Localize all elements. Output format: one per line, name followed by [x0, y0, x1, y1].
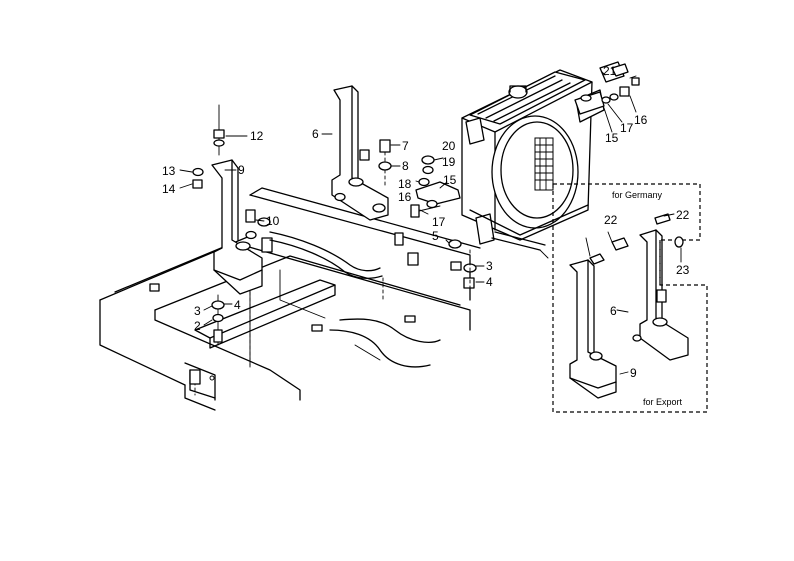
callout-labels: 12 13 14 9 10 3 2 4 6 7 8 20 19 18 15 16… [162, 64, 690, 380]
callout-3-right: 3 [486, 259, 493, 273]
callout-21: 21 [603, 64, 617, 78]
callout-13: 13 [162, 164, 176, 178]
top-bracket-hardware [574, 61, 640, 115]
center-mounting-bracket [331, 85, 392, 221]
callout-22-right: 22 [676, 208, 690, 222]
radiator [461, 69, 605, 259]
note-for-export: for Export [643, 397, 683, 407]
callout-7: 7 [402, 139, 409, 153]
callout-23: 23 [676, 263, 690, 277]
left-mounting-bracket [189, 104, 271, 396]
callout-2: 2 [194, 319, 201, 333]
callout-5: 5 [432, 229, 439, 243]
callout-14: 14 [162, 182, 176, 196]
callout-22-left: 22 [604, 213, 618, 227]
callout-17-mid: 17 [432, 215, 446, 229]
callout-19: 19 [442, 155, 456, 169]
callout-17-top: 17 [620, 121, 634, 135]
callout-9-inset: 9 [630, 366, 637, 380]
callout-12: 12 [250, 129, 264, 143]
callout-4-right: 4 [486, 275, 493, 289]
callout-16-mid: 16 [398, 190, 412, 204]
callout-15-mid: 15 [443, 173, 457, 187]
callout-16-top: 16 [634, 113, 648, 127]
variant-inset-box [552, 183, 708, 413]
mid-hardware-stack [410, 155, 477, 296]
callout-8: 8 [402, 159, 409, 173]
callout-9-main: 9 [238, 163, 245, 177]
callout-10: 10 [266, 214, 280, 228]
callout-15-top: 15 [605, 131, 619, 145]
callout-6-main: 6 [312, 127, 319, 141]
radiator-core-fins [534, 137, 554, 191]
callout-18: 18 [398, 177, 412, 191]
note-for-germany: for Germany [612, 190, 663, 200]
chassis-frame [99, 187, 481, 411]
leader-lines [179, 71, 682, 375]
callout-4-left: 4 [234, 298, 241, 312]
callout-6-inset: 6 [610, 304, 617, 318]
callout-20: 20 [442, 139, 456, 153]
callout-3-left: 3 [194, 304, 201, 318]
